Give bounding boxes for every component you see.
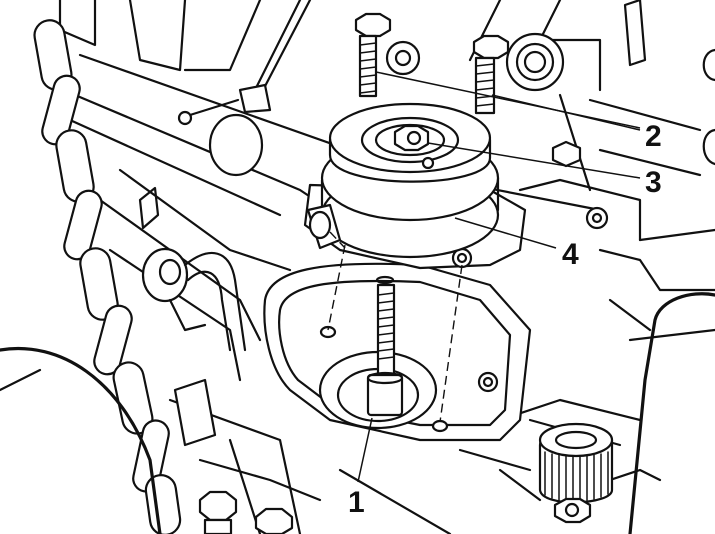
mounting-stud [366, 275, 404, 417]
bottom-bolts [198, 490, 294, 534]
small-bolt-right [585, 206, 609, 230]
callout-2: 2 [645, 120, 662, 153]
edge-circle-bottom [702, 128, 715, 166]
spare-washer [385, 40, 421, 76]
callout-1: 1 [348, 486, 365, 519]
plug-fitting [505, 32, 565, 92]
upper-bolt-left [354, 12, 392, 98]
cable-harness [177, 0, 312, 177]
right-arch-outline [628, 292, 715, 534]
callout-3: 3 [645, 166, 662, 199]
left-arch-outline [0, 347, 162, 534]
arch-inner-line [0, 368, 42, 392]
upper-bolt-right [472, 34, 510, 115]
mounting-bracket [263, 262, 532, 442]
alignment-lines [327, 231, 463, 423]
edge-circle-top [702, 48, 715, 82]
fuel-fitting [538, 422, 614, 524]
sensor-connector [141, 247, 247, 352]
hex-nut-right [551, 140, 582, 168]
callout-leaders [357, 71, 641, 483]
engine-block-outline [58, 0, 715, 534]
callout-4: 4 [562, 238, 579, 271]
lifting-chain [33, 19, 182, 534]
engine-mount-assembly [303, 102, 527, 270]
